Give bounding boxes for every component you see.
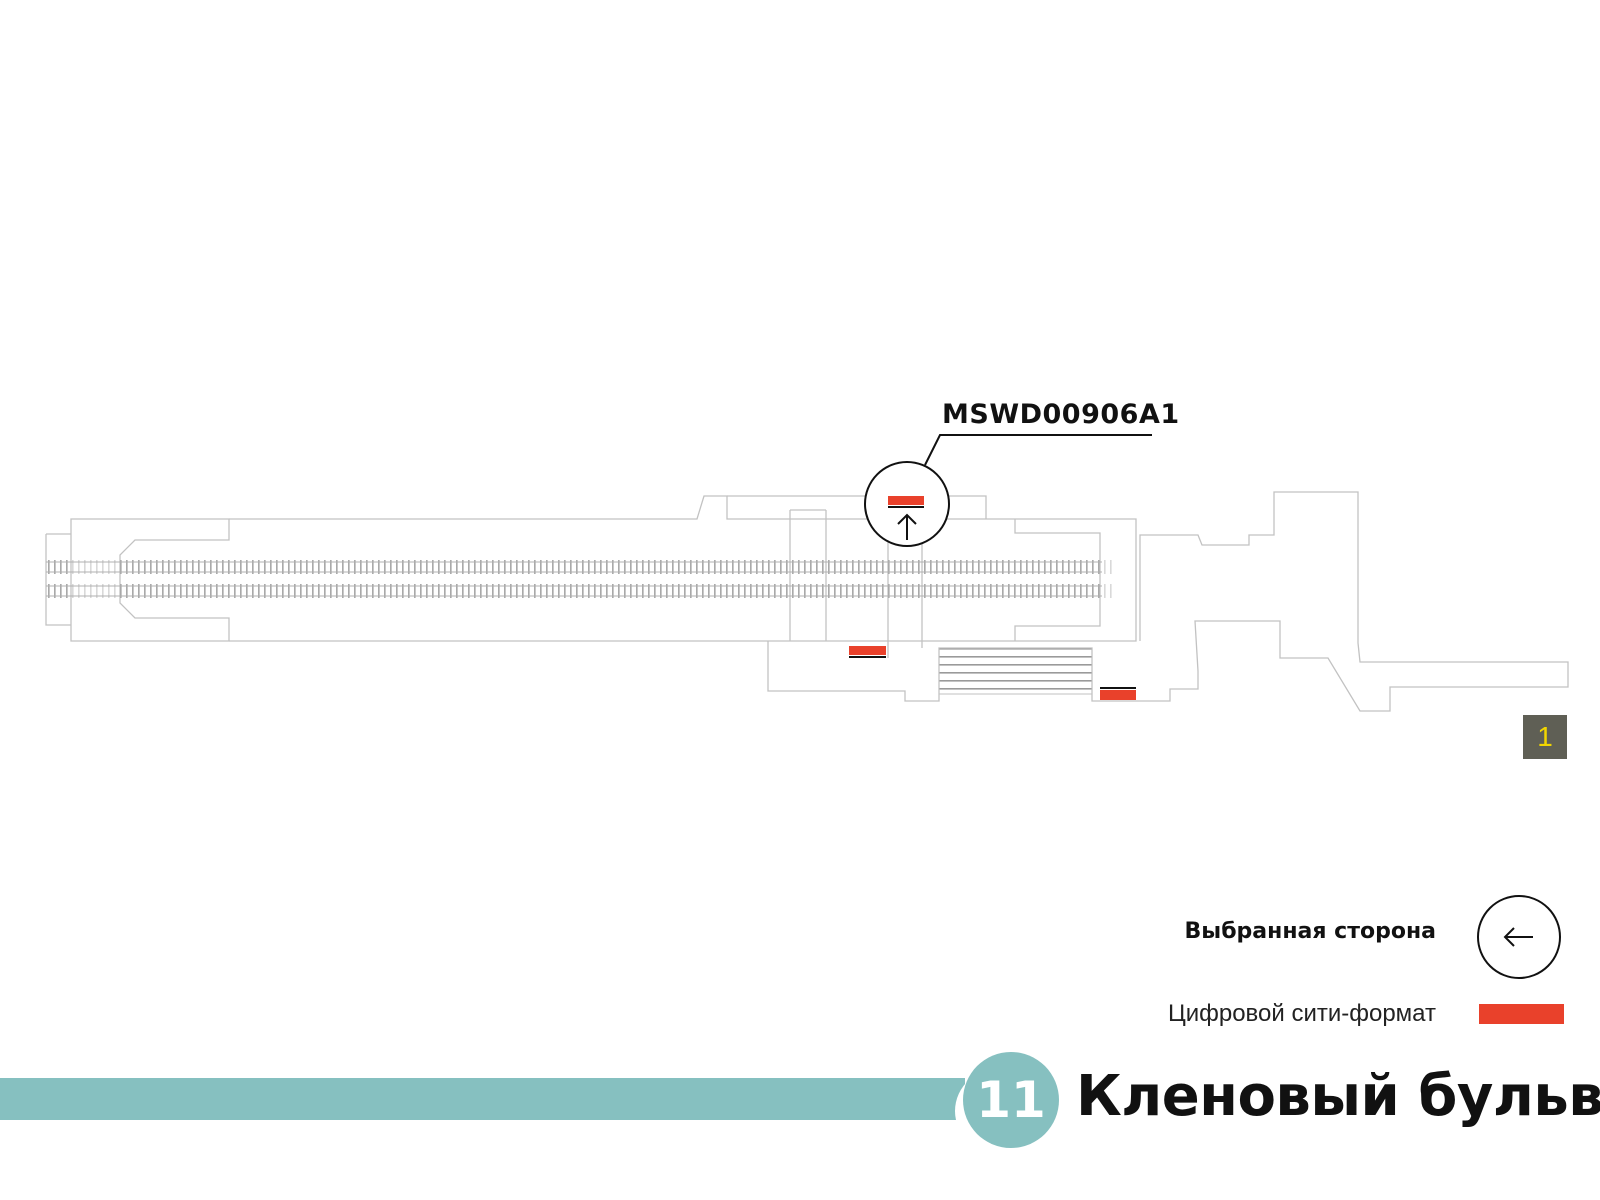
exit-number-badge: 1 bbox=[1523, 715, 1567, 759]
upper-hall-outline bbox=[727, 495, 987, 519]
display-id-label: MSWD00906A1 bbox=[942, 399, 1180, 430]
selected-display-callout[interactable] bbox=[864, 434, 1152, 547]
end-chamber-outline bbox=[1014, 519, 1101, 641]
station-outline bbox=[45, 491, 1569, 712]
track-1 bbox=[120, 560, 1102, 574]
display-marker-selected bbox=[888, 496, 924, 505]
left-tail-outline bbox=[45, 533, 71, 626]
track-2-left-stub bbox=[46, 584, 70, 598]
track-2 bbox=[120, 584, 1102, 598]
arrow-left-icon bbox=[1503, 927, 1533, 947]
legend-digital-format-label: Цифровой сити-формат bbox=[1167, 1000, 1436, 1027]
display-marker-lower-left[interactable] bbox=[849, 646, 886, 658]
display-marker-lower-right[interactable] bbox=[1100, 687, 1136, 700]
station-name: Кленовый бульвар bbox=[1076, 1064, 1600, 1129]
line-color-bar bbox=[0, 1078, 965, 1120]
platform-outline bbox=[70, 518, 230, 642]
cross-passage-left bbox=[789, 510, 827, 641]
arrow-up-icon bbox=[897, 513, 917, 540]
hall-outline bbox=[229, 495, 1137, 642]
legend-selected-side-symbol bbox=[1477, 895, 1561, 979]
legend-selected-side-label: Выбранная сторона bbox=[1184, 919, 1436, 944]
tracks bbox=[46, 560, 1116, 598]
legend-digital-format-swatch bbox=[1479, 1004, 1564, 1024]
line-number-badge: 11 bbox=[963, 1052, 1059, 1148]
escalators bbox=[938, 647, 1093, 695]
callout-leader-line bbox=[924, 434, 1152, 466]
track-1-left-stub bbox=[46, 560, 70, 574]
